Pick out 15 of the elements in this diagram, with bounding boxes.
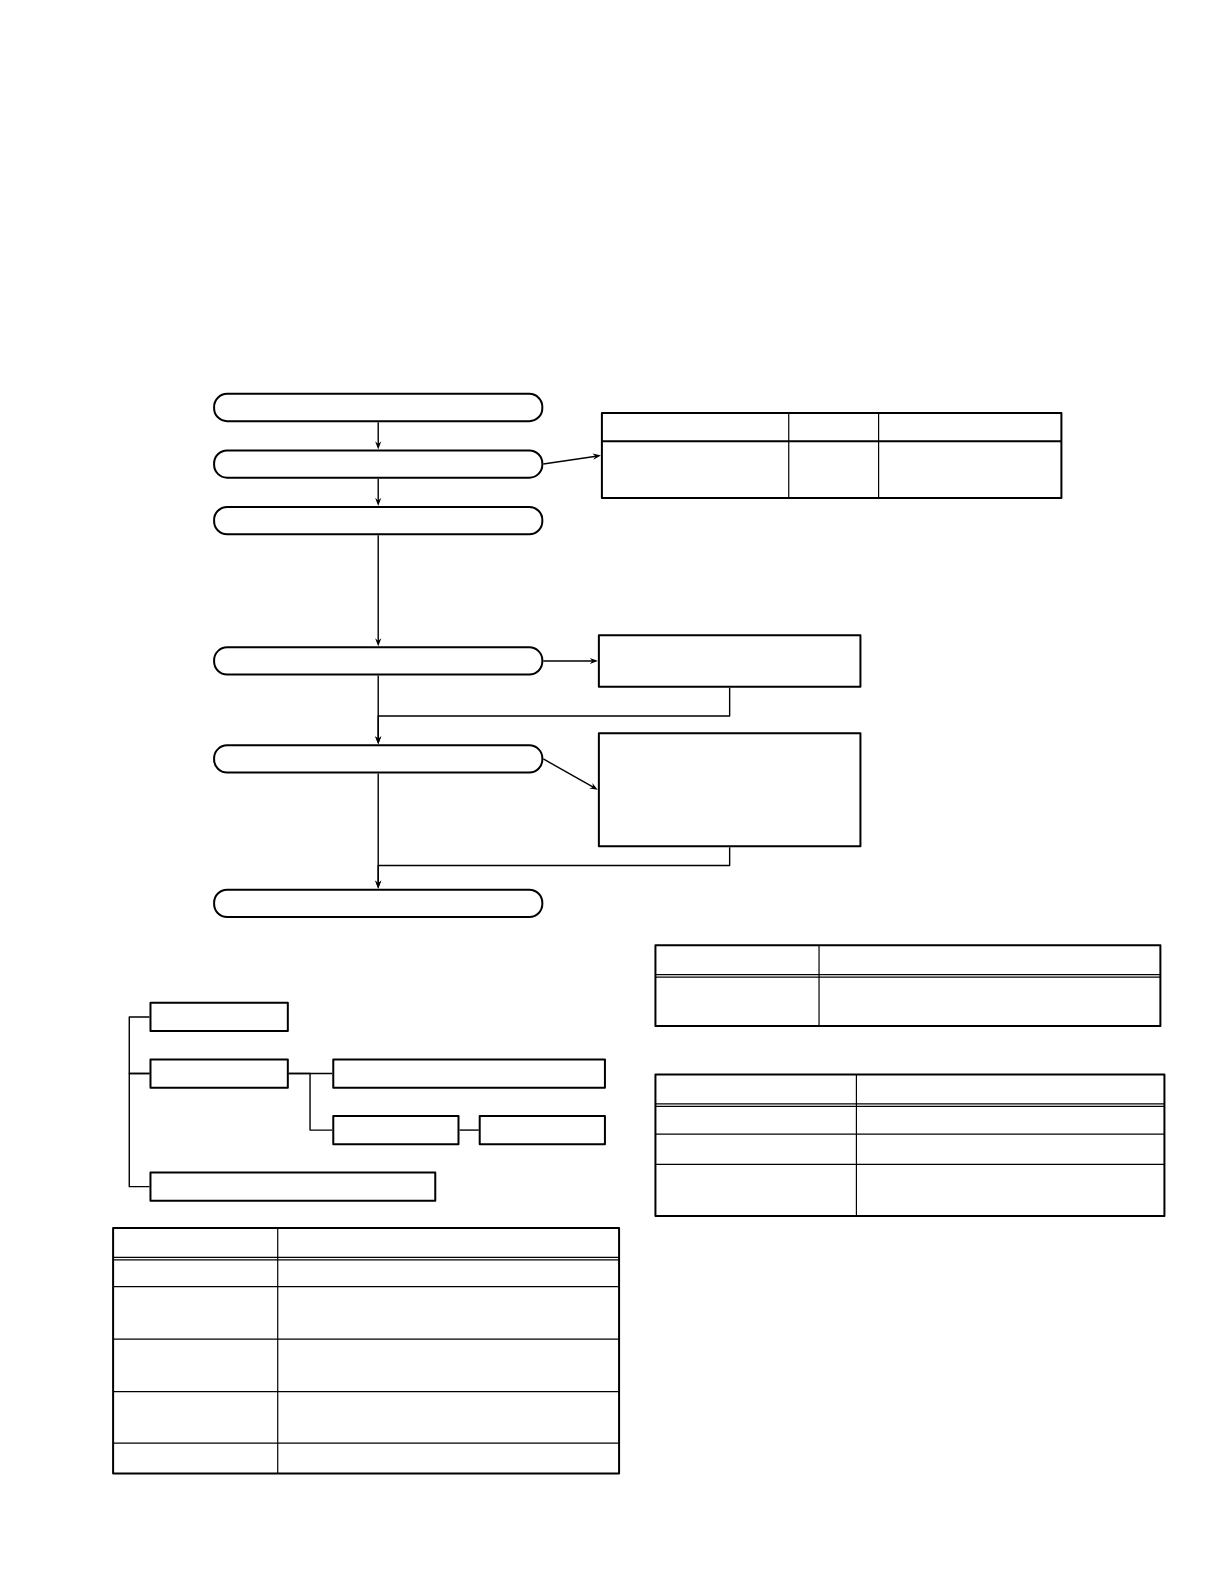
process-box — [478, 1114, 606, 1146]
step-pill — [213, 888, 544, 918]
process-box — [597, 634, 862, 688]
process-box — [332, 1058, 606, 1089]
step-pill — [213, 449, 544, 479]
process-box — [332, 1114, 460, 1146]
step-pill — [213, 392, 544, 423]
step-pill — [213, 646, 544, 676]
process-box — [149, 1058, 289, 1089]
process-box — [149, 1001, 289, 1033]
step-pill — [213, 506, 544, 536]
table-frame — [600, 412, 1063, 499]
step-pill — [213, 744, 544, 774]
process-box — [149, 1171, 437, 1202]
process-box — [597, 732, 862, 848]
